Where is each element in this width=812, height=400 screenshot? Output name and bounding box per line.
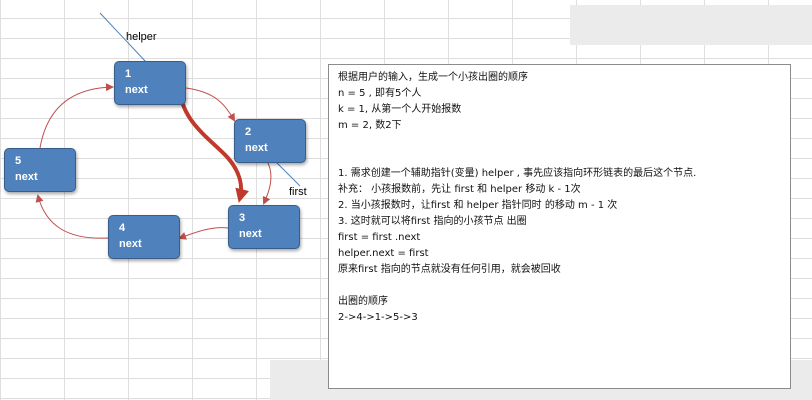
notes-line xyxy=(338,134,790,150)
arrow-helper-move xyxy=(177,82,249,203)
notes-line: m = 2, 数2下 xyxy=(338,120,402,131)
node-2-number: 2 xyxy=(245,126,252,138)
notes-text-box[interactable]: 根据用户的输入，生成一个小孩出圈的顺序 n = 5 , 即有5个人 k = 1,… xyxy=(328,64,791,389)
node-2: 2 next xyxy=(234,119,306,163)
node-1-number: 1 xyxy=(125,68,132,80)
helper-label: helper xyxy=(126,31,157,43)
node-2-next: next xyxy=(245,142,268,154)
node-3: 3 next xyxy=(228,205,300,249)
arrow-2-to-3 xyxy=(262,162,272,205)
notes-line xyxy=(338,278,790,294)
notes-line: 出圈的顺序 xyxy=(338,296,388,307)
arrow-4-to-5 xyxy=(35,194,109,239)
notes-line: first = first .next xyxy=(338,232,421,243)
gray-overlay-top xyxy=(570,5,812,45)
node-1-next: next xyxy=(125,84,148,96)
node-3-next: next xyxy=(239,228,262,240)
notes-line: 3. 这时就可以将first 指向的小孩节点 出圈 xyxy=(338,216,527,227)
node-4-next: next xyxy=(119,238,142,250)
notes-line: 根据用户的输入，生成一个小孩出圈的顺序 xyxy=(338,72,528,83)
node-5-next: next xyxy=(15,171,38,183)
notes-line: 1. 需求创建一个辅助指针(变量) helper , 事先应该指向环形链表的最后… xyxy=(338,168,697,179)
notes-line: helper.next = first xyxy=(338,248,429,259)
helper-pointer-line xyxy=(99,12,147,63)
diagram-arrows xyxy=(35,12,301,240)
node-1: 1 next xyxy=(114,61,186,105)
arrow-3-to-4 xyxy=(178,227,229,240)
notes-line xyxy=(338,150,790,166)
arrow-1-to-2 xyxy=(185,87,235,122)
notes-line: k = 1, 从第一个人开始报数 xyxy=(338,104,462,115)
notes-line: 2. 当小孩报数时，让first 和 helper 指针同时 的移动 m - 1… xyxy=(338,200,618,211)
node-4: 4 next xyxy=(108,215,180,259)
node-4-number: 4 xyxy=(119,222,126,234)
node-5-number: 5 xyxy=(15,155,22,167)
node-5: 5 next xyxy=(4,148,76,192)
notes-line: n = 5 , 即有5个人 xyxy=(338,88,422,99)
first-label: first xyxy=(289,186,307,198)
notes-line: 补充： 小孩报数前，先让 first 和 helper 移动 k - 1次 xyxy=(338,184,581,195)
arrow-5-to-1 xyxy=(39,83,114,149)
notes-line: 原来first 指向的节点就没有任何引用，就会被回收 xyxy=(338,264,561,275)
node-3-number: 3 xyxy=(239,212,246,224)
circular-linked-list-diagram: helper first 1 next 2 next 3 next 4 next… xyxy=(0,0,330,400)
notes-line: 2->4->1->5->3 xyxy=(338,312,418,323)
